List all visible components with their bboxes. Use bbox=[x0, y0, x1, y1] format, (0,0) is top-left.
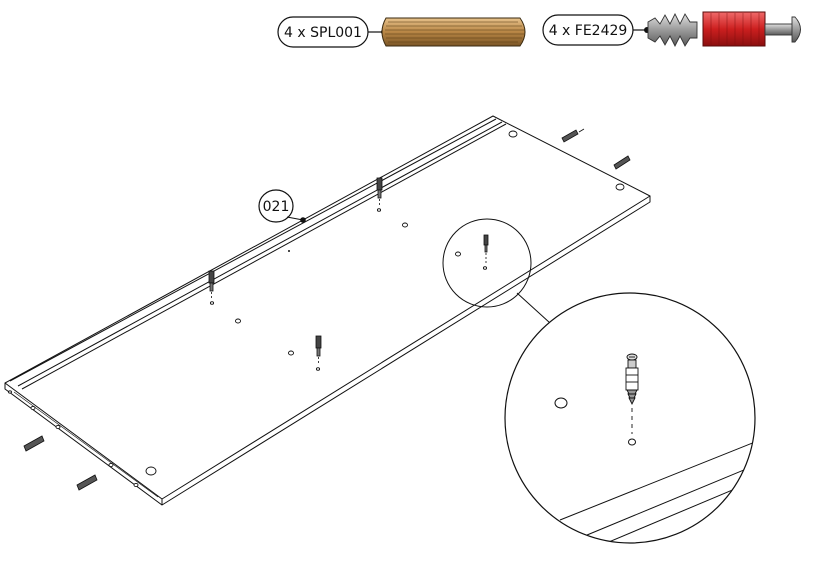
part-fe2429: 4 x FE2429 bbox=[542, 11, 801, 48]
panel-callout-label: 021 bbox=[263, 199, 290, 215]
cam-bolt-icon bbox=[208, 270, 215, 299]
cam-bolt-icon bbox=[625, 353, 639, 434]
panel-021 bbox=[4, 115, 651, 506]
cam-bolt-icon bbox=[315, 335, 322, 364]
cam-bolt-icon bbox=[376, 177, 383, 206]
panel-holes bbox=[8, 130, 625, 488]
detail-marker-circle bbox=[442, 218, 532, 308]
wooden-dowel-icon bbox=[561, 128, 585, 143]
part-label-spl001: 4 x SPL001 bbox=[284, 25, 362, 41]
cam-bolt-icon bbox=[647, 11, 801, 48]
cam-bolt-icon bbox=[483, 234, 489, 263]
detail-leader-line bbox=[516, 292, 551, 324]
part-spl001: 4 x SPL001 bbox=[277, 16, 526, 48]
part-label-fe2429: 4 x FE2429 bbox=[549, 23, 628, 39]
zoom-detail bbox=[504, 292, 756, 544]
wooden-dowel-icon bbox=[613, 155, 631, 170]
zoom-hole bbox=[554, 397, 568, 409]
panel-callout: 021 bbox=[258, 189, 306, 223]
wooden-dowel-icon bbox=[76, 474, 98, 491]
cam-bolts-installed bbox=[208, 177, 489, 364]
zoom-hole-small bbox=[628, 438, 636, 446]
edge-dowels bbox=[23, 128, 631, 491]
wooden-dowel-icon bbox=[23, 435, 45, 452]
wooden-dowel-icon bbox=[381, 17, 526, 47]
